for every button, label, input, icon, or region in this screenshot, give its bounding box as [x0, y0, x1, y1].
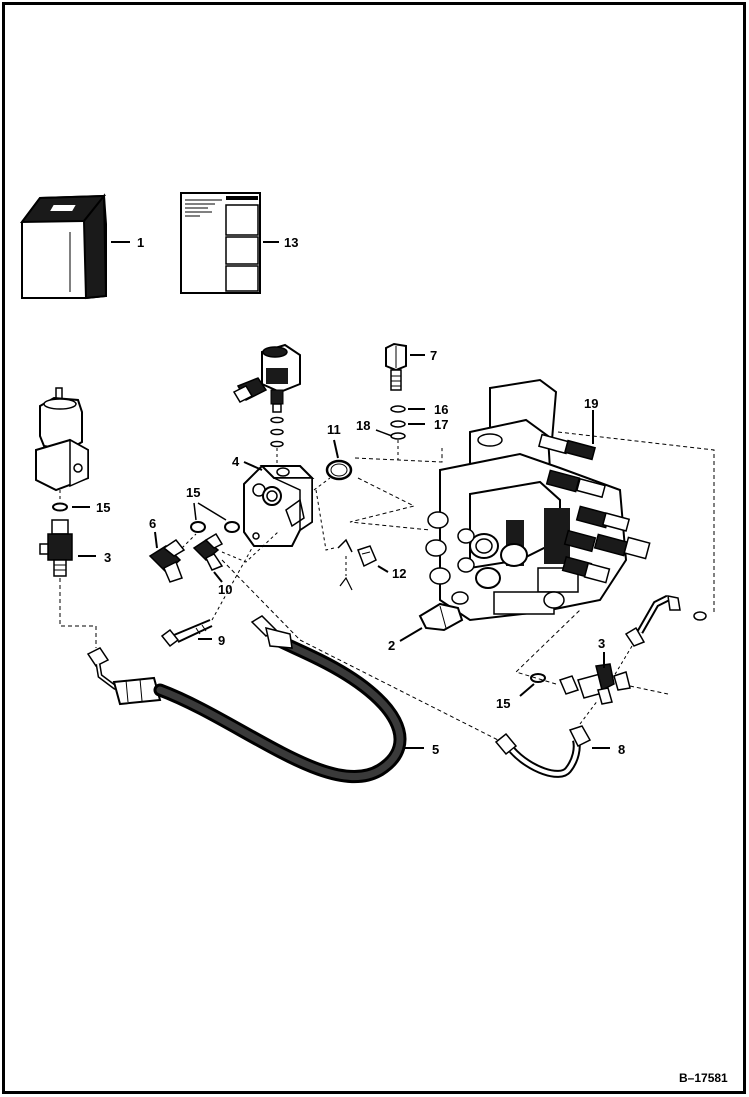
kit-box-icon	[19, 193, 108, 300]
leader-15-right	[519, 683, 535, 697]
route-8c	[579, 699, 599, 725]
leader-10	[213, 571, 223, 583]
leader-11	[333, 439, 339, 459]
o-ring-icon	[390, 432, 406, 440]
callout-11: 11	[327, 422, 341, 437]
callout-1: 1	[137, 235, 144, 250]
elbow-fitting-icon	[148, 538, 186, 583]
callout-3-left: 3	[104, 550, 111, 565]
callout-5: 5	[432, 742, 439, 757]
callout-7: 7	[430, 348, 437, 363]
callout-6: 6	[149, 516, 156, 531]
o-ring-icon	[390, 405, 406, 413]
route-4-11	[313, 477, 331, 491]
callout-10: 10	[218, 582, 232, 597]
plug-fitting-icon	[385, 342, 407, 391]
callout-2: 2	[388, 638, 395, 653]
tube-line-icon	[494, 725, 592, 778]
callout-12: 12	[392, 566, 406, 581]
route-10	[221, 531, 279, 563]
callout-4: 4	[232, 454, 240, 469]
route-11b	[349, 477, 431, 531]
route-8b	[221, 559, 301, 641]
callout-15-left: 15	[96, 500, 110, 515]
orifice-fitting-icon	[337, 538, 377, 591]
elbow-fitting-icon	[192, 532, 224, 571]
callout-19: 19	[584, 396, 598, 411]
instruction-sheet-icon	[180, 192, 261, 294]
route-12	[315, 489, 335, 551]
o-ring-icon	[530, 673, 546, 683]
route-19	[557, 431, 715, 612]
o-ring-inner	[330, 463, 348, 477]
leader-6	[154, 531, 158, 549]
o-ring-icon	[224, 521, 240, 533]
route-3-right-b	[629, 685, 669, 695]
leader-18	[375, 429, 393, 437]
solenoid-coil-icon	[232, 343, 301, 448]
leader-15-upper-a	[193, 502, 197, 521]
callout-8: 8	[618, 742, 625, 757]
valve-block-icon	[243, 465, 315, 547]
tee-fitting-icon	[39, 519, 73, 577]
bolt-icon	[160, 619, 213, 648]
hose-icon	[86, 615, 407, 783]
o-ring-icon	[52, 502, 68, 512]
figure-id: B–17581	[679, 1071, 728, 1085]
route-6	[181, 533, 197, 549]
callout-13: 13	[284, 235, 298, 250]
route-3-left	[59, 578, 97, 648]
callout-17: 17	[434, 417, 448, 432]
control-valve-icon	[418, 378, 651, 632]
route-3-right	[515, 609, 581, 685]
callout-18: 18	[356, 418, 370, 433]
callout-9: 9	[218, 633, 225, 648]
route-11	[354, 448, 443, 463]
route-9	[211, 547, 253, 621]
route-8	[299, 639, 499, 741]
leader-4	[243, 461, 263, 471]
o-ring-icon	[693, 611, 707, 621]
leader-15-upper-b	[197, 502, 227, 521]
tube-line-icon	[613, 594, 681, 677]
leader-2	[399, 627, 423, 642]
leader-12	[377, 565, 389, 573]
callout-15-upper: 15	[186, 485, 200, 500]
callout-16: 16	[434, 402, 448, 417]
o-ring-icon	[190, 521, 206, 533]
relief-valve-icon	[35, 387, 89, 492]
o-ring-icon	[390, 420, 406, 428]
callout-15-right: 15	[496, 696, 510, 711]
callout-3-right: 3	[598, 636, 605, 651]
tee-fitting-icon	[558, 663, 631, 705]
